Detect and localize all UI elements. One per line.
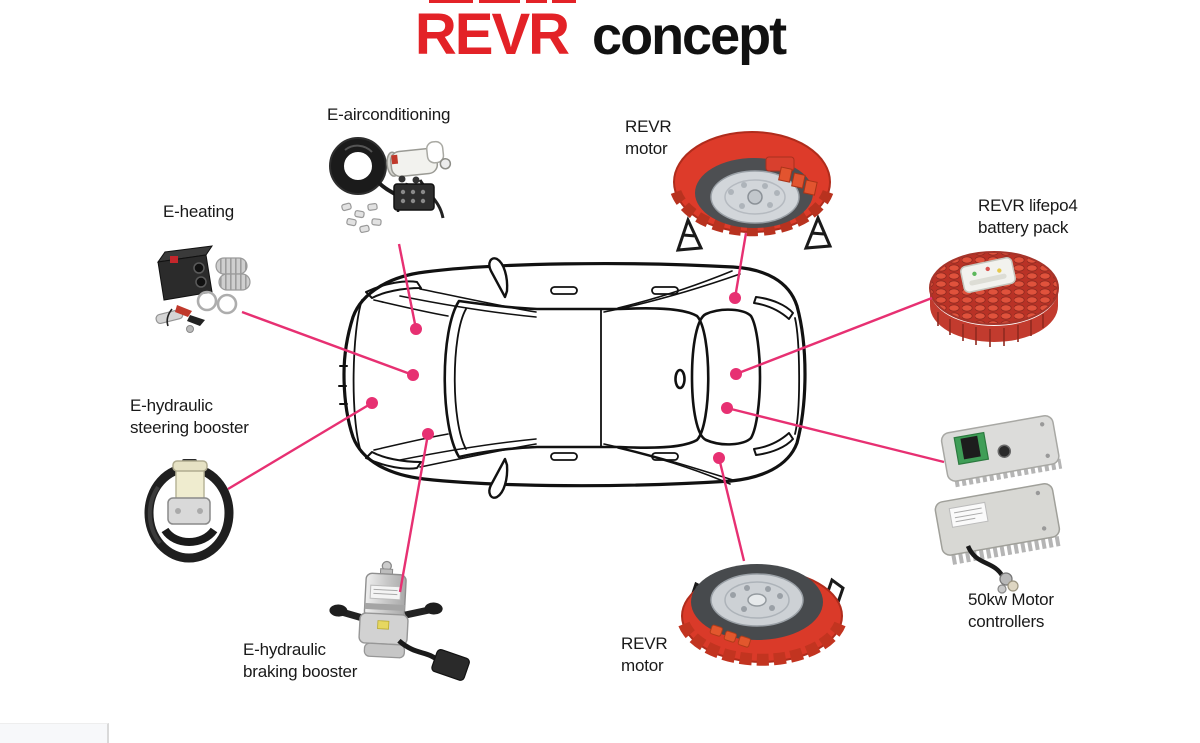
label-line: battery pack [978,218,1069,237]
label-line: E-airconditioning [327,105,451,124]
illustration-e-heating [155,245,251,333]
car-top-view-illustration [338,257,807,499]
illustration-e-airconditioning [329,137,452,233]
connector-dot-50kw-motor-controllers [721,402,733,414]
label-line: braking booster [243,662,358,681]
connector-dot-revr-motor-front [729,292,741,304]
label-line: E-hydraulic [130,396,213,415]
connector-dot-revr-lifepo4-battery-pack [730,368,742,380]
connector-dot-e-heating [407,369,419,381]
label-e-heating: E-heating [163,201,234,223]
door-handle [550,452,578,461]
title-brand: REVR [414,2,570,67]
page-title: REVR concept [0,6,1200,64]
label-e-hydraulic-braking-booster: E-hydraulic braking booster [243,639,357,683]
label-line: REVR lifepo4 [978,196,1078,215]
illustration-revr-motor-rear [678,564,846,666]
label-revr-motor-rear: REVR motor [621,633,668,677]
connector-line-revr-motor-front [733,232,748,299]
label-e-airconditioning: E-airconditioning [327,104,450,126]
label-revr-lifepo4-battery-pack: REVR lifepo4 battery pack [978,195,1078,239]
illustration-e-hydraulic-braking-booster [329,560,470,681]
side-mirror [488,257,509,299]
label-line: controllers [968,612,1045,631]
illustration-revr-lifepo4-battery-pack [929,251,1059,347]
illustration-e-hydraulic-steering-booster [144,459,234,563]
connector-line-e-airconditioning [397,243,418,330]
connector-line-e-hydraulic-braking-booster [398,433,430,593]
label-line: E-heating [163,202,234,221]
illustration-revr-motor-front [670,131,834,252]
connector-line-e-heating [241,310,414,377]
label-line: REVR [625,117,672,136]
door-handle [651,286,679,295]
connector-dot-e-hydraulic-braking-booster [422,428,434,440]
connector-line-50kw-motor-controllers [726,406,945,464]
label-line: E-hydraulic [243,640,326,659]
side-mirror [488,457,509,499]
connector-line-revr-lifepo4-battery-pack [735,296,933,376]
connector-dot-e-hydraulic-steering-booster [366,397,378,409]
connector-dot-e-airconditioning [410,323,422,335]
connector-line-e-hydraulic-steering-booster [227,401,373,491]
illustration-motor-controllers [934,415,1064,594]
connector-line-revr-motor-rear [717,457,746,562]
bottom-left-ui-fragment [0,723,109,743]
label-revr-motor-front: REVR motor [625,116,672,160]
antenna [674,368,686,390]
label-50kw-motor-controllers: 50kw Motor controllers [968,589,1054,633]
door-handle [651,452,679,461]
connector-dot-revr-motor-rear [713,452,725,464]
door-handle [550,286,578,295]
label-e-hydraulic-steering-booster: E-hydraulic steering booster [130,395,249,439]
label-line: steering booster [130,418,249,437]
connector-layer [227,232,945,593]
label-line: REVR [621,634,668,653]
label-line: motor [625,139,668,158]
label-line: 50kw Motor [968,590,1054,609]
label-line: motor [621,656,664,675]
title-word: concept [592,6,787,66]
